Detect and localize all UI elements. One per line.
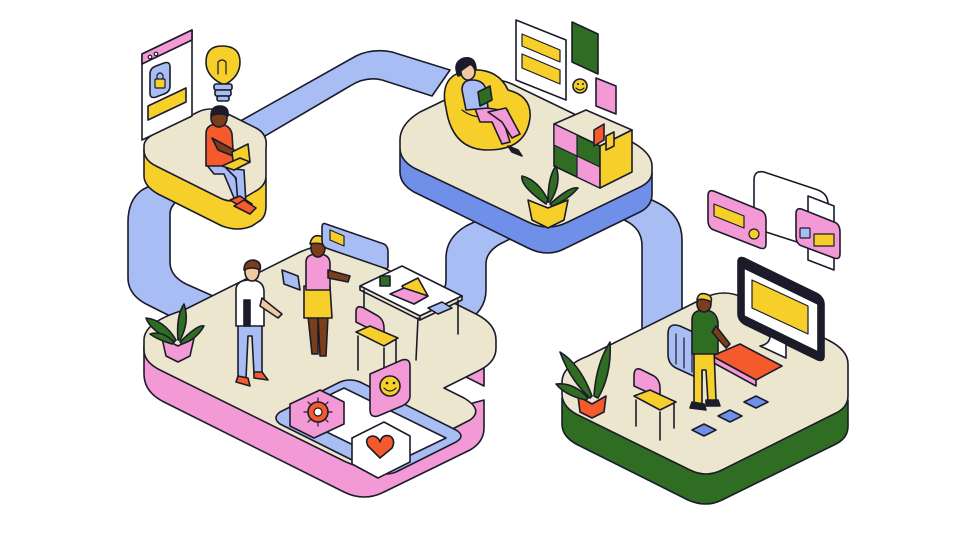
wall-cards <box>515 19 617 115</box>
heart-icon <box>365 434 395 459</box>
path-top <box>227 49 451 147</box>
phone-screen <box>275 379 462 479</box>
potted-plant-icon <box>521 165 579 229</box>
smiley-card <box>369 358 411 418</box>
potted-plant-icon <box>555 341 612 419</box>
gear-icon <box>303 397 333 427</box>
person-at-computer <box>689 292 731 411</box>
smiley-icon <box>379 375 401 397</box>
shelf-cabinet <box>553 109 633 189</box>
notification-card-lock <box>795 207 841 260</box>
person-standing-woman <box>281 234 351 357</box>
laptop-icon <box>389 277 429 305</box>
platform-laptop-worker <box>141 29 268 230</box>
potted-plant-icon <box>145 303 205 363</box>
wall-panel-lock <box>141 29 193 141</box>
lock-icon <box>799 227 811 239</box>
smiley-icon <box>572 78 588 94</box>
chair-icon <box>633 368 677 441</box>
desk <box>359 265 463 361</box>
person-laptop-worker <box>205 105 257 215</box>
notification-card-smiley <box>707 189 767 250</box>
person-reading <box>455 56 523 157</box>
monitor-icon <box>737 256 825 362</box>
floor-tiles <box>691 395 769 437</box>
chair-icon <box>355 305 399 377</box>
platform-computer <box>555 170 849 505</box>
laptop-icon <box>221 143 251 171</box>
lightbulb-icon <box>205 45 241 102</box>
lock-icon <box>154 72 166 89</box>
chat-bubble-icon <box>321 222 389 270</box>
platform-collaboration <box>143 222 497 498</box>
platform-beanbag <box>399 19 653 254</box>
person-standing-man <box>235 259 283 387</box>
